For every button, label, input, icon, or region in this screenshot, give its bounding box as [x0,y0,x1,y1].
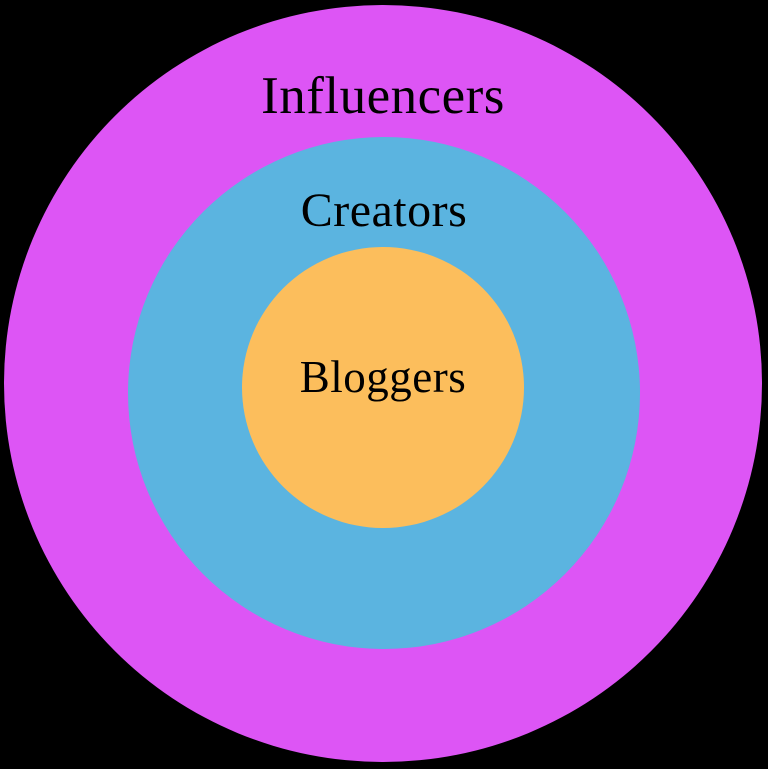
circle-creators: Creators [128,137,640,649]
circle-bloggers: Bloggers [242,247,524,528]
circle-label-bloggers: Bloggers [299,352,467,402]
circle-label-creators: Creators [300,184,468,237]
circle-label-influencers: Influencers [261,67,505,125]
